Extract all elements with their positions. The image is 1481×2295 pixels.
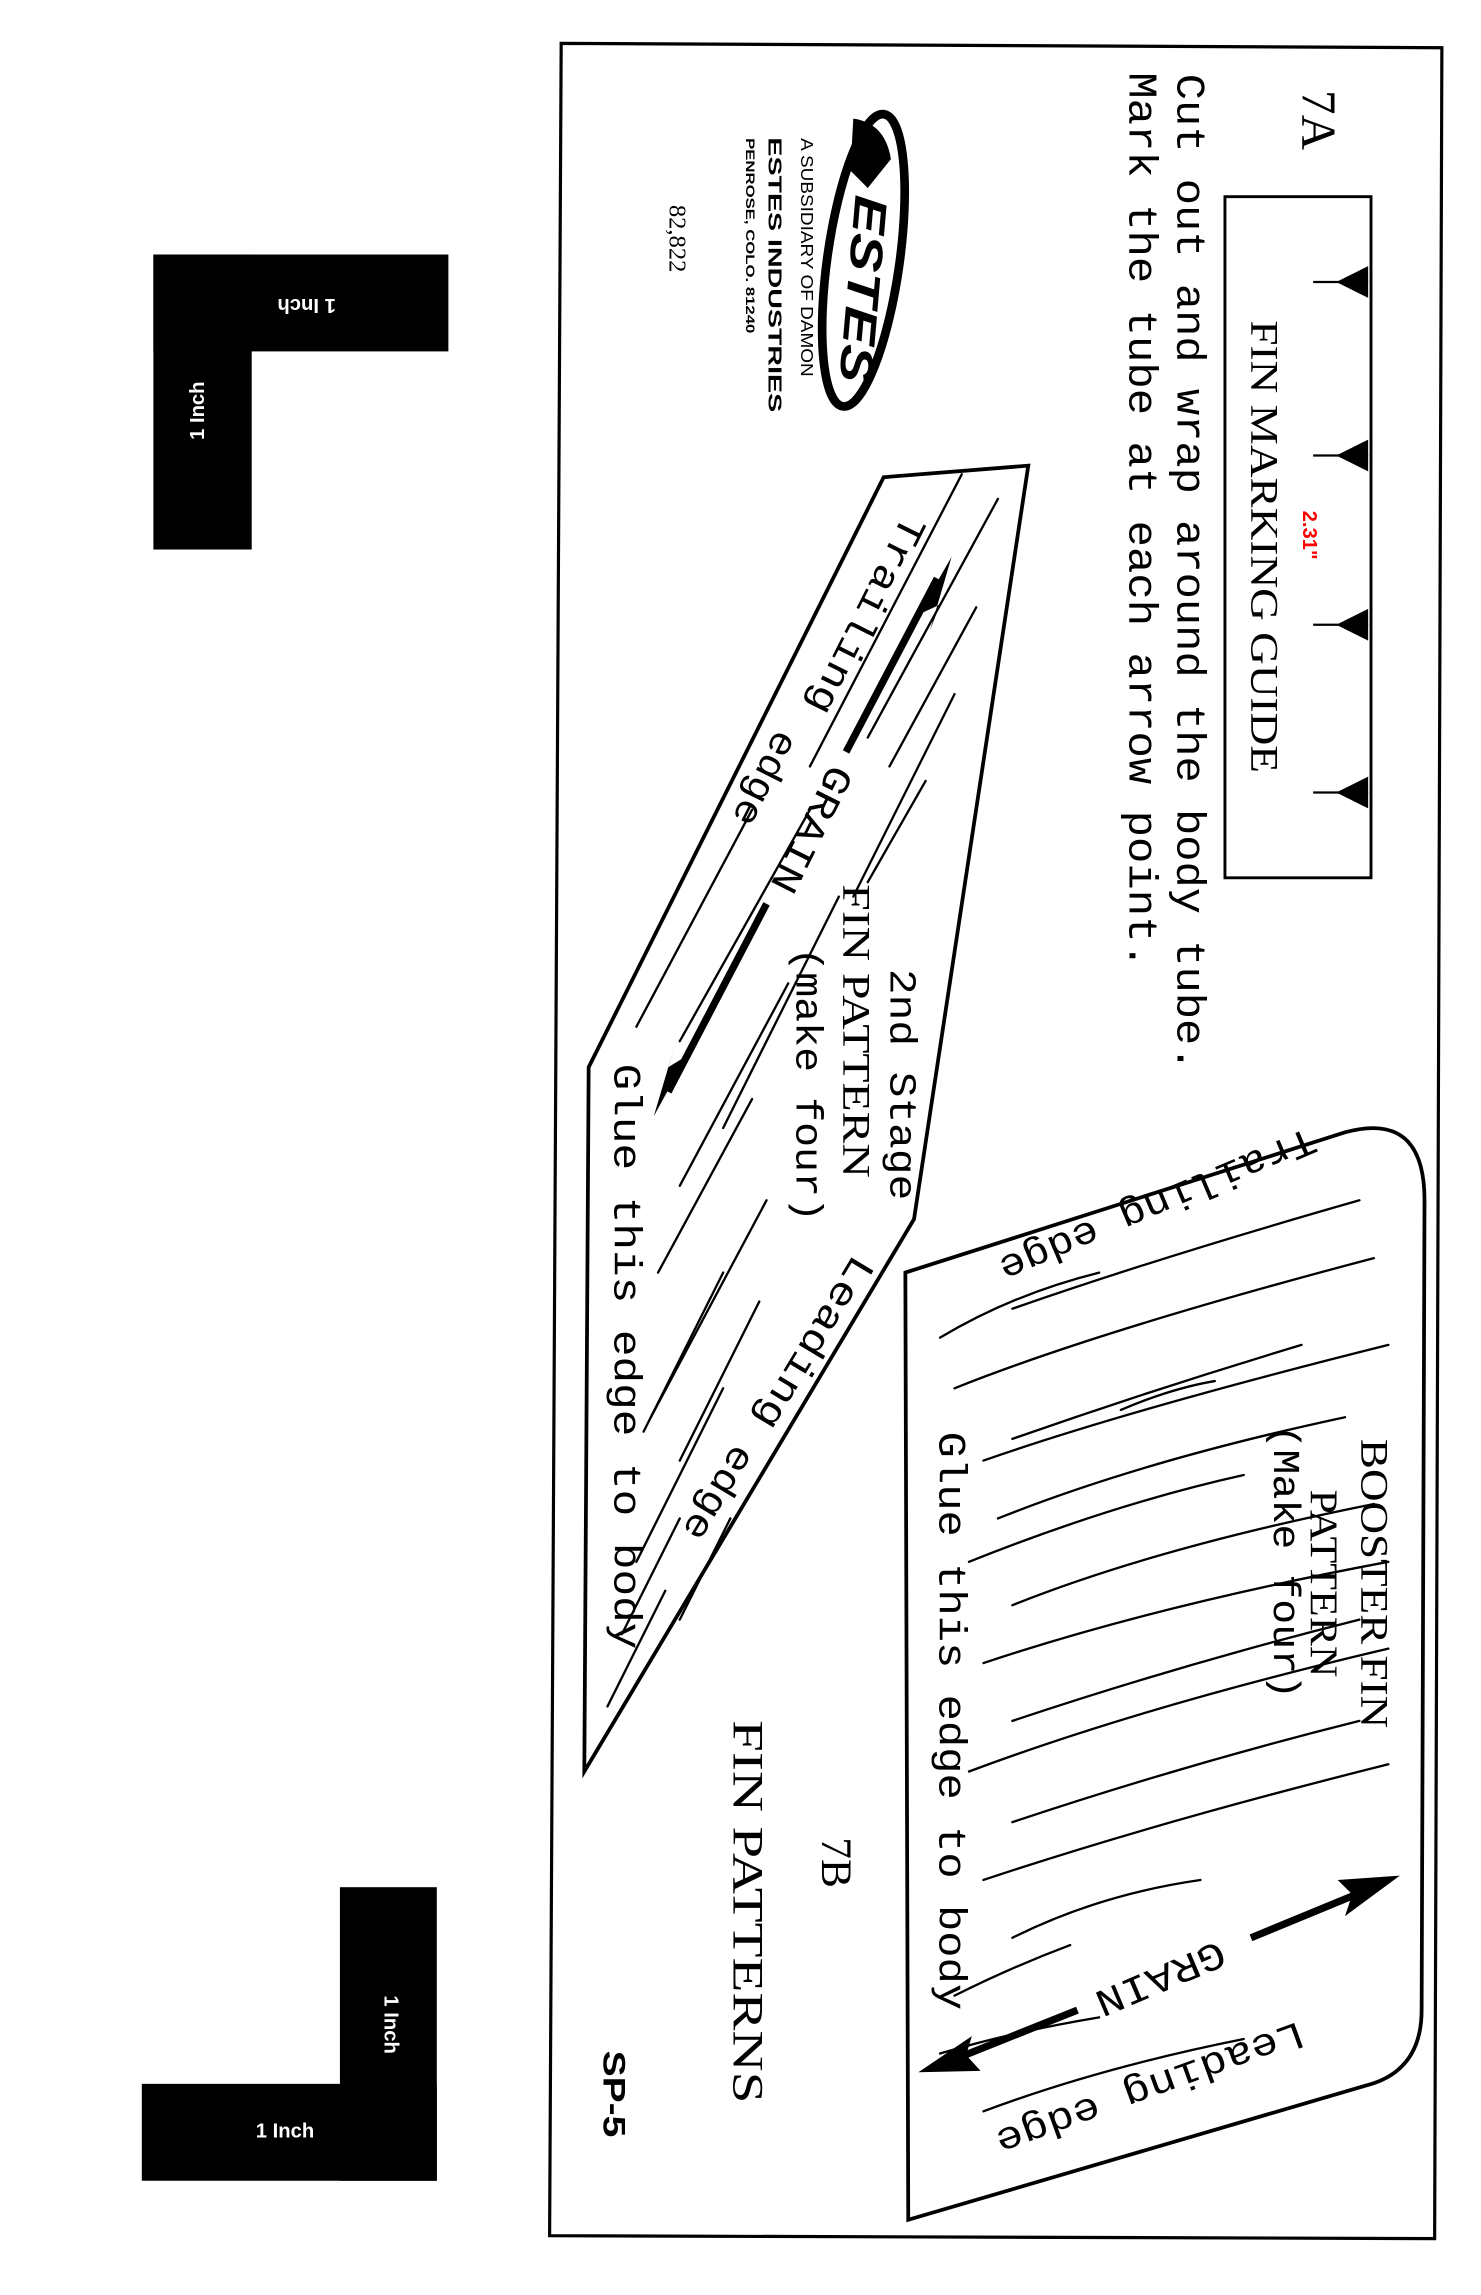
part-number: 82,822 bbox=[663, 205, 690, 273]
guide-title: FIN MARKING GUIDE bbox=[1242, 320, 1285, 773]
glue-edge-label: Glue this edge to body bbox=[928, 1432, 973, 2010]
fin-title-line-3: (Make four) bbox=[1262, 1424, 1304, 1699]
leading-edge-label: Leading edge bbox=[989, 2010, 1310, 2164]
calibration-label: 1 Inch bbox=[277, 294, 335, 316]
wood-grain-hatching bbox=[606, 473, 1000, 1708]
company-name: ESTES INDUSTRIES bbox=[765, 137, 786, 412]
calibration-label: 1 Inch bbox=[187, 381, 209, 439]
instruction-line-1: Cut out and wrap around the body tube. bbox=[1164, 74, 1210, 1072]
spacing-dimension: 2.31" bbox=[1298, 511, 1320, 560]
marking-arrow-icon bbox=[1313, 776, 1369, 809]
calibration-label: 1 Inch bbox=[256, 2121, 314, 2143]
wood-grain-hatching bbox=[938, 1199, 1390, 2113]
instruction-line-2: Mark the tube at each arrow point. bbox=[1117, 72, 1163, 969]
trailing-edge-label: Trailing edge bbox=[992, 1116, 1322, 1290]
glue-edge-label: Glue this edge to body bbox=[602, 1064, 647, 1650]
grain-label: GRAIN bbox=[1088, 1929, 1232, 2024]
fin-title-line-1: 2nd Stage bbox=[879, 969, 921, 1200]
subsidiary-text: A SUBSIDIARY OF DAMON bbox=[797, 138, 817, 377]
sheet-code: SP-5 bbox=[597, 2051, 633, 2138]
fin-title-line-2: FIN PATTERN bbox=[835, 884, 878, 1178]
section-label-7a: 7A bbox=[1291, 90, 1346, 151]
calibration-label: 1 Inch bbox=[380, 1995, 402, 2053]
calibration-mark-bottom: 1 Inch 1 Inch bbox=[141, 1887, 437, 2181]
company-address: PENROSE, COLO. 81240 bbox=[743, 138, 755, 333]
booster-fin-pattern: Trailing edge Leading edge GRAIN BOOSTER… bbox=[903, 1116, 1427, 2223]
leading-edge-label: Leading bbox=[743, 1247, 882, 1438]
marking-arrow-icon bbox=[1313, 608, 1369, 641]
marking-arrow-icon bbox=[1313, 266, 1369, 298]
grain-arrow-icon bbox=[918, 1875, 1400, 2073]
fin-title-line-1: BOOSTER FIN bbox=[1352, 1439, 1395, 1728]
grain-arrow-icon bbox=[653, 556, 952, 1117]
calibration-mark-top: 1 Inch 1 Inch bbox=[153, 254, 449, 550]
fin-marking-guide: FIN MARKING GUIDE 2.31" bbox=[1223, 195, 1373, 880]
estes-logo: ESTES bbox=[817, 109, 910, 411]
rocket-icon bbox=[850, 118, 891, 188]
section-label-7b: 7B bbox=[812, 1837, 860, 1888]
marking-arrow-icon bbox=[1313, 439, 1369, 472]
fin-title-line-3: (make four) bbox=[785, 947, 827, 1222]
page-border bbox=[548, 41, 1444, 2241]
fin-title-line-2: PATTERN bbox=[1302, 1490, 1345, 1678]
section-title: FIN PATTERNS bbox=[724, 1720, 772, 2103]
